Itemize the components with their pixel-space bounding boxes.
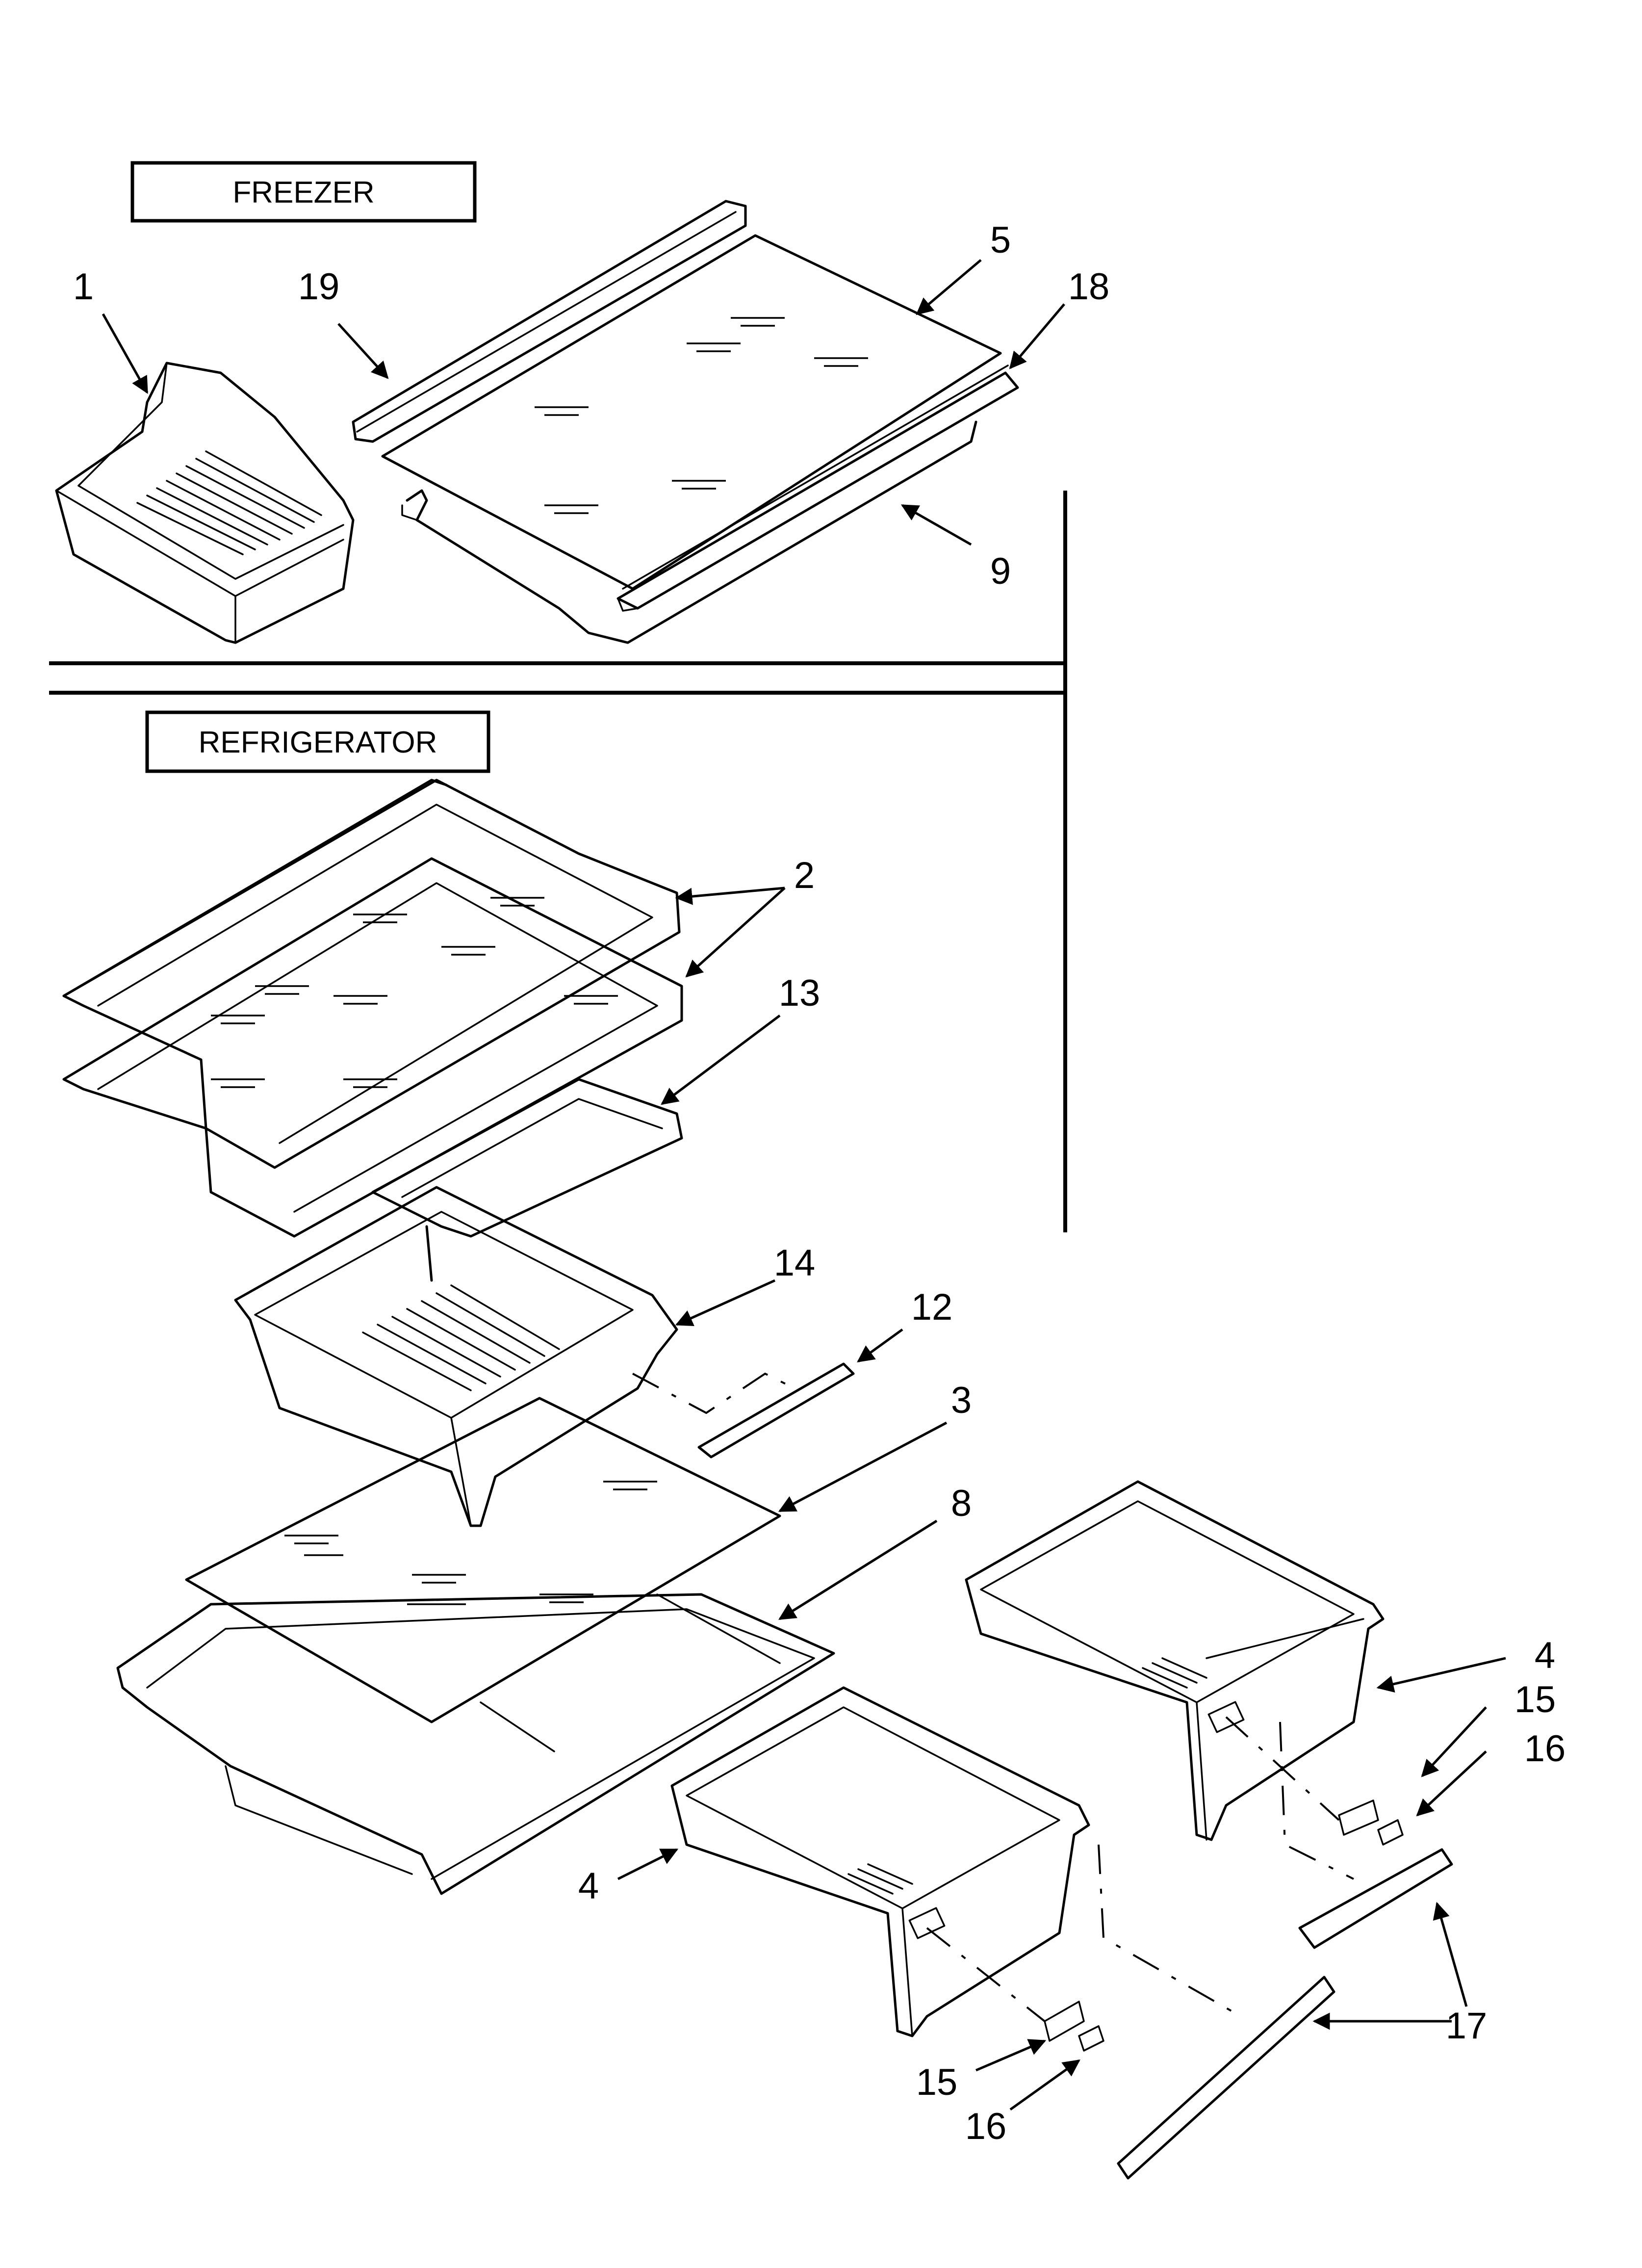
callout-leaders (102, 259, 1506, 2111)
callout-4-right: 4 (1535, 1635, 1555, 1676)
part-drawer-rail-right (1279, 1721, 1453, 1949)
callout-16-right: 16 (1524, 1728, 1566, 1770)
glass-reflections-shelf (211, 897, 618, 1088)
part-freezer-basket (55, 362, 355, 644)
callout-12: 12 (911, 1286, 953, 1328)
callout-3: 3 (951, 1380, 972, 1421)
left-drawer-ribs (847, 1863, 913, 1895)
glass-reflections-cover (284, 1481, 657, 1605)
callout-2: 2 (794, 855, 815, 896)
part-glass-shelf-upper (62, 779, 681, 1169)
callout-labels: 1 19 5 18 9 2 13 14 12 3 8 4 15 16 4 17 … (73, 219, 1565, 2147)
part-clips-right (1225, 1716, 1404, 1846)
part-shelf-frame (401, 420, 977, 644)
part-crisper-cover-glass (185, 1397, 781, 1723)
part-crisper-drawer-right (965, 1480, 1385, 1841)
part-shelf-trim-left (352, 200, 747, 443)
callout-15-left: 15 (916, 2061, 958, 2103)
part-deli-pan (234, 1186, 678, 1527)
part-clips-left (926, 1927, 1104, 2052)
part-shelf-trim-right (616, 365, 1019, 612)
deli-pan-ribs (362, 1284, 560, 1391)
callout-18: 18 (1068, 266, 1110, 308)
refrigerator-label: REFRIGERATOR (199, 726, 437, 759)
part-pan-trim (632, 1362, 855, 1459)
part-glass-shelf-lower (62, 857, 683, 1238)
glass-reflections-freezer (535, 317, 868, 514)
callout-16-left: 16 (965, 2106, 1007, 2147)
callout-1: 1 (73, 266, 94, 308)
callout-4-left: 4 (578, 1865, 599, 1907)
callout-13: 13 (779, 972, 821, 1014)
callout-15-right: 15 (1514, 1679, 1556, 1721)
part-cover-support-frame (116, 1593, 835, 1895)
callout-19: 19 (298, 266, 340, 308)
freezer-section-label: FREEZER (130, 161, 477, 223)
freezer-label: FREEZER (232, 176, 374, 209)
callout-9: 9 (990, 550, 1011, 592)
callout-8: 8 (951, 1483, 972, 1524)
part-crisper-cover-frame (371, 1078, 683, 1238)
callout-17-right: 17 (1446, 2005, 1488, 2047)
part-drawer-rail-left (1098, 1844, 1335, 2180)
part-freezer-glass-shelf (381, 234, 1002, 590)
right-drawer-ribs (1142, 1657, 1207, 1689)
refrigerator-section-label: REFRIGERATOR (145, 710, 490, 773)
section-dividers (49, 491, 1067, 1232)
part-crisper-drawer-left (670, 1686, 1090, 2037)
callout-14: 14 (774, 1242, 816, 1284)
callout-5: 5 (990, 219, 1011, 261)
